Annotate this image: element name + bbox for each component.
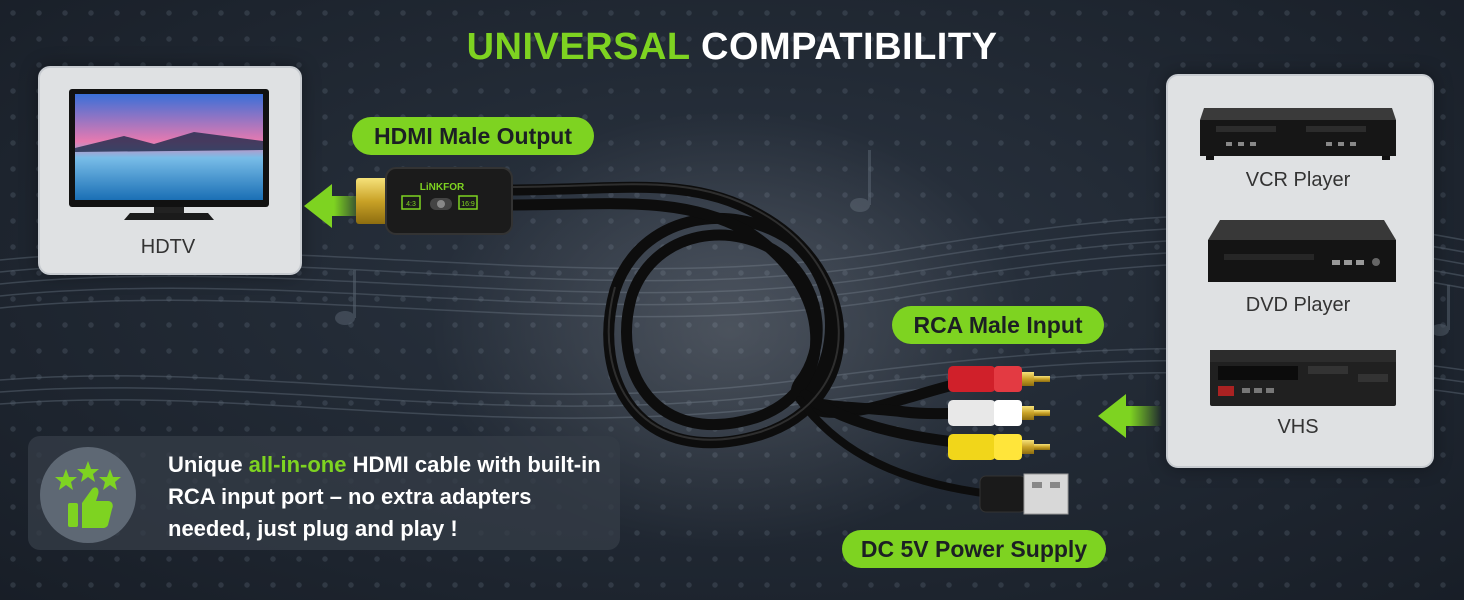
device-label-vhs: VHS bbox=[1277, 416, 1319, 438]
info-text-post: HDMI cable with built-in RCA input port … bbox=[168, 452, 601, 541]
rca-yellow-plug bbox=[948, 434, 1050, 460]
arrow-left-icon bbox=[1098, 394, 1162, 438]
ratio-left-label: 4:3 bbox=[406, 201, 416, 208]
ratio-right-label: 16:9 bbox=[461, 201, 475, 208]
title-highlight: UNIVERSAL bbox=[466, 26, 690, 68]
vhs-player-image bbox=[1210, 350, 1396, 406]
power-supply-label: DC 5V Power Supply bbox=[842, 530, 1106, 568]
info-text: Unique all-in-one HDMI cable with built-… bbox=[168, 449, 608, 545]
hdtv-label: HDTV bbox=[140, 236, 196, 258]
vcr-player-image bbox=[1200, 108, 1396, 160]
arrow-left-icon bbox=[304, 184, 364, 228]
info-text-highlight: all-in-one bbox=[248, 452, 347, 477]
brand-label: LiNKFOR bbox=[420, 182, 465, 193]
device-label-vcr: VCR Player bbox=[1245, 169, 1351, 191]
stars-thumbs-up-icon bbox=[40, 447, 136, 543]
usb-plug bbox=[979, 473, 1069, 515]
hdtv-image bbox=[69, 89, 269, 220]
device-label-dvd: DVD Player bbox=[1245, 294, 1351, 316]
page-title: UNIVERSAL COMPATIBILITY bbox=[0, 26, 1464, 69]
hdmi-output-label: HDMI Male Output bbox=[352, 117, 594, 155]
rca-white-plug bbox=[948, 400, 1050, 426]
dvd-player-image bbox=[1208, 220, 1396, 282]
rca-input-label: RCA Male Input bbox=[892, 306, 1104, 344]
rca-red-plug bbox=[948, 366, 1050, 392]
info-text-pre: Unique bbox=[168, 452, 249, 477]
title-rest: COMPATIBILITY bbox=[701, 26, 998, 68]
